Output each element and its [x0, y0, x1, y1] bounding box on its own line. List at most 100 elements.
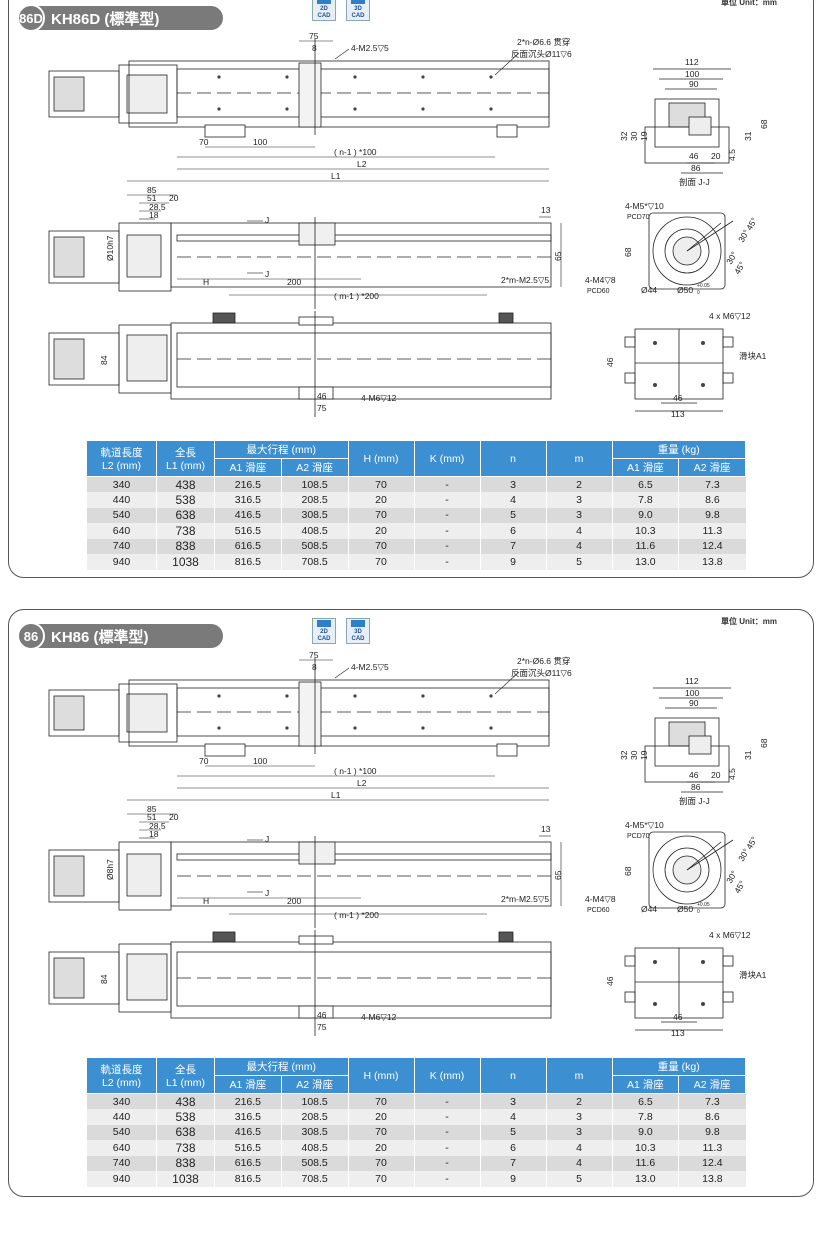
dim-46-sec: 46	[689, 770, 699, 780]
dim-86: 86	[691, 163, 701, 173]
tap-m4-label: 4-M4▽8	[585, 275, 616, 285]
dim-20: 20	[169, 193, 179, 203]
dim-65: 65	[553, 251, 563, 261]
section-mark-bottom: J	[265, 269, 269, 279]
header-k: K (mm)	[413, 1057, 481, 1094]
dim-84: 84	[99, 974, 109, 984]
table-cell: 4	[545, 523, 612, 539]
table-cell: 11.6	[611, 538, 679, 554]
table-cell: 108.5	[280, 476, 348, 492]
table-cell: -	[413, 1155, 480, 1171]
dim-65: 65	[553, 870, 563, 880]
table-cell: 508.5	[280, 1155, 348, 1171]
l2-label: L2	[357, 159, 367, 169]
table-cell: 70	[347, 1124, 414, 1140]
table-cell: 816.5	[214, 554, 282, 570]
dia-label: Ø8h7	[105, 859, 115, 880]
table-cell: 70	[347, 554, 414, 570]
table-cell: 516.5	[214, 523, 282, 539]
table-cell: 508.5	[280, 538, 348, 554]
tap-m4-label: 4-M4▽8	[585, 894, 616, 904]
dim-68-sec: 68	[759, 738, 769, 748]
table-cell: 9	[479, 1171, 546, 1187]
table-cell: 9.8	[678, 1124, 746, 1140]
slider-tap-label: 4 x M6▽12	[709, 930, 751, 940]
table-cell: -	[413, 507, 480, 523]
table-cell: 408.5	[280, 1140, 348, 1156]
table-cell: 5	[479, 507, 546, 523]
table-cell: 70	[347, 476, 414, 492]
counterbore-label: 反面沉头Ø11▽6	[511, 49, 572, 59]
table-cell: 740	[86, 1155, 157, 1171]
table-cell: 70	[347, 538, 414, 554]
cad-3d-button[interactable]: 3D CAD	[346, 618, 370, 644]
tap-m5-label: 4-M5*▽10	[625, 201, 664, 211]
dim-112: 112	[685, 57, 699, 67]
dim-84: 84	[99, 355, 109, 365]
section-caption: 剖面 J-J	[679, 796, 710, 806]
table-cell: 9.8	[678, 507, 746, 523]
technical-drawing: 75 8 4-M2.5▽5 2*n-Ø6.6 贯穿 反面沉头Ø11▽6 70 1…	[48, 650, 769, 1038]
dim-100: 100	[253, 137, 267, 147]
table-cell: 316.5	[214, 1109, 282, 1125]
motor-flange-view	[648, 212, 734, 290]
table-cell: 11.3	[678, 523, 746, 539]
dim-46-slider-side: 46	[605, 357, 615, 367]
dim-113: 113	[671, 409, 685, 417]
header-weight: 重量 (kg)	[611, 1057, 746, 1076]
table-cell: 816.5	[214, 1171, 282, 1187]
dim-70: 70	[199, 137, 209, 147]
table-cell: -	[413, 523, 480, 539]
slider-tap-label: 4 x M6▽12	[709, 311, 751, 321]
cad-3d-button[interactable]: 3D CAD	[346, 0, 370, 21]
dim-13: 13	[541, 205, 551, 215]
cad-2d-button[interactable]: 2D CAD	[312, 618, 336, 644]
through-hole-label: 2*n-Ø6.6 贯穿	[517, 656, 570, 666]
units-label: 單位 Unit：mm	[721, 0, 777, 7]
table-cell: 7.3	[678, 476, 746, 492]
dim-75-bottom: 75	[317, 403, 327, 413]
table-cell: 12.4	[678, 538, 746, 554]
table-cell: 13.0	[611, 1171, 679, 1187]
table-cell: 3	[545, 507, 612, 523]
table-cell: 638	[156, 1124, 215, 1140]
table-cell: 308.5	[280, 1124, 348, 1140]
table-cell: 516.5	[214, 1140, 282, 1156]
cad-2d-button[interactable]: 2D CAD	[312, 0, 336, 21]
dim-28-5: 28.5	[149, 821, 166, 831]
cad-2d-line2: CAD	[317, 13, 331, 19]
section-mark-top: J	[265, 834, 269, 844]
tol-upper: +0.05	[697, 283, 710, 289]
dim-18: 18	[149, 829, 159, 839]
section-mark-top: J	[265, 215, 269, 225]
table-cell: 70	[347, 1155, 414, 1171]
table-cell: 2	[545, 476, 612, 492]
dia-44-label: Ø44	[641, 285, 657, 295]
table-cell: 708.5	[280, 554, 348, 570]
model-name: KH86 (標準型)	[51, 628, 149, 646]
header-max-stroke: 最大行程 (mm)	[214, 440, 349, 459]
table-cell: 438	[156, 476, 215, 492]
table-cell: 838	[156, 1155, 215, 1171]
table-cell: 3	[545, 492, 612, 508]
table-cell: 216.5	[214, 1093, 282, 1109]
dim-85: 85	[147, 185, 157, 195]
table-cell: 9.0	[611, 1124, 679, 1140]
dim-75-top: 75	[309, 650, 319, 660]
header-h: H (mm)	[347, 1057, 415, 1094]
table-cell: 7.3	[678, 1093, 746, 1109]
units-label: 單位 Unit：mm	[721, 617, 777, 626]
table-cell: 640	[86, 523, 157, 539]
n-pitch-label: ( n-1 ) *100	[334, 147, 377, 157]
dia-44-label: Ø44	[641, 904, 657, 914]
m-tap-label: 2*m-M2.5▽5	[501, 275, 549, 285]
dim-4-5: 4.5	[727, 149, 737, 161]
dim-18: 18	[149, 210, 159, 220]
dim-19: 19	[639, 131, 649, 141]
dia-label: Ø10h7	[105, 235, 115, 261]
